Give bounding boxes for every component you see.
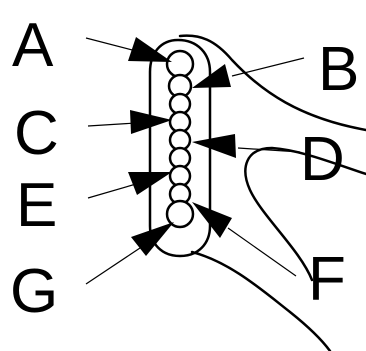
lobe-9 xyxy=(165,199,195,229)
label-a: A xyxy=(12,11,54,80)
pointer-a xyxy=(85,37,172,62)
label-c: C xyxy=(14,99,59,168)
body-outline xyxy=(178,34,366,132)
label-d: D xyxy=(300,125,345,194)
arrowhead-c xyxy=(130,110,172,134)
leader-line-g xyxy=(85,247,141,285)
pointer-b xyxy=(192,57,305,88)
lower-outline xyxy=(190,250,332,351)
leader-line-b xyxy=(231,57,305,77)
label-f: F xyxy=(308,245,346,314)
arrowhead-b xyxy=(192,64,231,88)
pointer-g xyxy=(85,222,174,285)
leader-line-c xyxy=(87,122,137,127)
leader-line-e xyxy=(87,183,137,199)
label-b: B xyxy=(318,35,359,104)
inner-notch-outline xyxy=(244,146,366,282)
leader-line-f xyxy=(227,227,297,277)
pointer-f xyxy=(192,202,297,277)
label-e: E xyxy=(16,171,57,240)
lobe-1 xyxy=(165,49,195,79)
pointer-e xyxy=(87,172,172,199)
arrowhead-e xyxy=(128,172,172,195)
label-g: G xyxy=(10,257,58,326)
pointer-c xyxy=(87,110,172,134)
arrowhead-a xyxy=(128,37,172,62)
leader-line-a xyxy=(85,37,141,53)
lobe-chain xyxy=(165,49,195,229)
arrowhead-d xyxy=(192,134,236,158)
leader-line-d xyxy=(237,147,301,153)
pointer-d xyxy=(192,134,301,158)
arrowhead-g xyxy=(131,222,174,256)
arrowhead-f xyxy=(192,202,232,238)
